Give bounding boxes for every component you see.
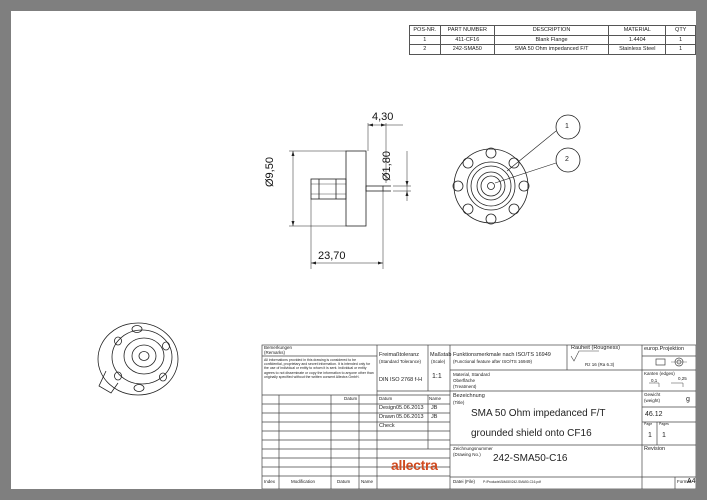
drawn-label: Drawn xyxy=(379,414,395,420)
remarks-label: Bemerkungen xyxy=(264,345,293,350)
edges-value-2: 0,25 xyxy=(678,376,687,381)
row-part-number: 411-CF16 xyxy=(439,34,495,45)
pages-label: Pages xyxy=(659,422,669,426)
bolt-hole xyxy=(452,180,464,192)
projection-label: europ.Projektion xyxy=(644,346,685,352)
body-side-view xyxy=(310,178,347,200)
title-line-2: grounded shield onto CF16 xyxy=(471,428,592,439)
roughness-value: Rz 16 (Ra 6.3) xyxy=(585,362,615,367)
balloon-1 xyxy=(555,114,581,140)
format-value: A4 xyxy=(687,478,696,485)
weight-unit: g xyxy=(686,396,690,403)
row-pos: 2 xyxy=(409,44,441,55)
scale-value: 1:1 xyxy=(432,373,442,380)
row-material: Stainless Steel xyxy=(608,44,667,55)
weight-label-en: (weight) xyxy=(644,398,661,403)
function-label-en: (Functional feature after ISO/TS 16949) xyxy=(453,359,533,364)
drawn-date: 05.06.2013 xyxy=(396,414,424,420)
index-column-header: Index xyxy=(264,479,276,484)
function-label: Funktionsmerkmale nach ISO/TS 16949 xyxy=(453,352,551,358)
drawing-number-label-en: (Drawing No.) xyxy=(453,452,481,457)
row-qty: 1 xyxy=(665,34,696,45)
row-part-number: 242-SMA50 xyxy=(439,44,495,55)
scale-label-en: (Scale) xyxy=(431,359,446,364)
header-qty: QTY xyxy=(665,25,696,36)
row-material: 1.4404 xyxy=(608,34,667,45)
allectra-logo: allectra xyxy=(391,457,438,473)
date-column-header-2: Datum xyxy=(379,396,393,401)
datum-column-header: Datum xyxy=(337,479,351,484)
bolt-hole xyxy=(462,203,474,215)
bolt-hole xyxy=(508,203,520,215)
dimension-diameter-big: Ø9,50 xyxy=(264,157,276,187)
treatment-label: (Treatment) xyxy=(453,384,477,389)
design-date: 05.06.2013 xyxy=(396,405,424,411)
parts-list-header: POS-NR. PART NUMBER DESCRIPTION MATERIAL… xyxy=(409,25,696,36)
pages-value: 1 xyxy=(662,432,666,439)
balloon-2 xyxy=(555,147,581,173)
edges-value-1: 0,1 xyxy=(651,378,658,383)
bolt-hole xyxy=(518,180,530,192)
design-name: JB xyxy=(431,405,438,411)
balloon-label-1: 1 xyxy=(565,123,569,130)
parts-list-table: POS-NR. PART NUMBER DESCRIPTION MATERIAL… xyxy=(409,25,696,55)
design-label: Design xyxy=(379,405,397,411)
weight-value: 46.12 xyxy=(645,411,663,418)
tolerance-value: DIN ISO 2768 f-H xyxy=(379,377,423,383)
roughness-label: Rauheit (Rougness) xyxy=(571,345,620,351)
modification-column-header: Modification xyxy=(291,479,316,484)
title-label-en: (Title) xyxy=(453,400,465,405)
title-line-1: SMA 50 Ohm impedanced F/T xyxy=(471,408,606,419)
name-column-header: Name xyxy=(429,396,442,401)
parts-list-row: 1 411-CF16 Blank Flange 1.4404 1 xyxy=(409,34,696,45)
dimension-width-top: 4,30 xyxy=(372,111,394,123)
technical-drawing xyxy=(97,114,696,489)
revision-label: Revision xyxy=(644,446,666,452)
header-material: MATERIAL xyxy=(608,25,667,36)
page-label: Page xyxy=(644,422,653,426)
date-column-header: Datum xyxy=(344,396,358,401)
bolt-hole xyxy=(485,147,497,159)
dimension-length: 23,70 xyxy=(318,250,346,262)
file-path: P:\Products\SMA50\242-SMA50-C16.pdf xyxy=(483,480,541,484)
pin-side-view xyxy=(365,185,384,192)
parts-list-row: 2 242-SMA50 SMA 50 Ohm impedanced F/T St… xyxy=(409,44,696,55)
edges-label: Kanten (edges) xyxy=(644,371,675,376)
surface-label: Oberfläche xyxy=(453,378,476,383)
row-pos: 1 xyxy=(409,34,441,45)
flange-side-view xyxy=(345,150,367,227)
bolt-hole xyxy=(462,157,474,169)
title-label: Bezeichnung xyxy=(453,393,485,399)
confidential-notice: All informations provided in this drawin… xyxy=(264,358,374,379)
tolerance-label-en: (Standard Tolerance) xyxy=(379,359,421,364)
row-description: Blank Flange xyxy=(493,34,610,45)
name-column-header-2: Name xyxy=(361,479,374,484)
header-pos: POS-NR. xyxy=(409,25,441,36)
weight-label: Gewicht xyxy=(644,392,661,397)
page-value: 1 xyxy=(648,432,652,439)
dimension-diameter-small: Ø1,80 xyxy=(381,151,393,181)
title-block xyxy=(261,344,696,489)
remarks-label-en: (Remarks) xyxy=(264,350,285,355)
row-description: SMA 50 Ohm impedanced F/T xyxy=(493,44,610,55)
isometric-view xyxy=(97,322,179,396)
check-label: Check xyxy=(379,423,395,429)
drawing-number: 242-SMA50-C16 xyxy=(493,453,568,464)
material-label: Material, Standard xyxy=(453,372,490,377)
scale-label: Maßstab xyxy=(430,352,452,358)
drawing-number-label: Zeichnungsnummer xyxy=(453,446,493,451)
format-label: Format xyxy=(677,479,692,484)
balloon-label-2: 2 xyxy=(565,156,569,163)
drawn-name: JB xyxy=(431,414,438,420)
bolt-hole xyxy=(508,157,520,169)
header-part-number: PART NUMBER xyxy=(439,25,495,36)
drawing-sheet: POS-NR. PART NUMBER DESCRIPTION MATERIAL… xyxy=(11,11,696,489)
tolerance-label: Freimaßtoleranz xyxy=(379,352,420,358)
header-description: DESCRIPTION xyxy=(493,25,610,36)
bolt-hole xyxy=(485,213,497,225)
file-label: Datei (File) xyxy=(453,479,476,484)
flange-front-view xyxy=(453,148,529,224)
row-qty: 1 xyxy=(665,44,696,55)
